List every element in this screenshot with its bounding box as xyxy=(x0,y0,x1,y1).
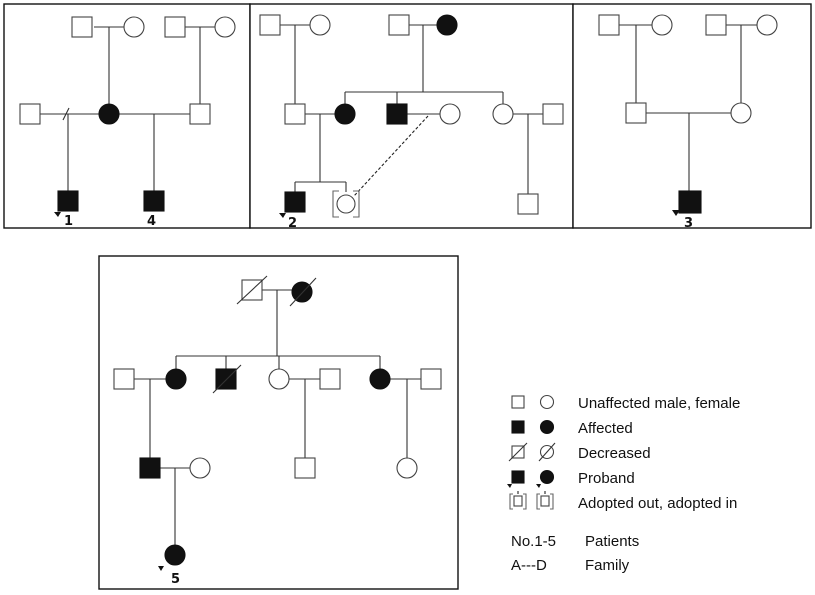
female-unaffected xyxy=(651,14,673,36)
proband-arrow-icon xyxy=(672,210,680,216)
female-affected xyxy=(165,368,187,390)
female-affected xyxy=(98,103,120,125)
female-affected xyxy=(369,368,391,390)
male-affected-deceased xyxy=(215,368,237,390)
male-unaffected xyxy=(294,457,316,479)
female-unaffected xyxy=(439,103,461,125)
legend-proband-arrow-icon xyxy=(507,484,512,488)
male-unaffected xyxy=(164,16,186,38)
proband-arrow-icon xyxy=(54,212,61,217)
female-unaffected xyxy=(123,16,145,38)
patient-number-3: 3 xyxy=(684,216,693,231)
female-unaffected xyxy=(492,103,514,125)
female-unaffected xyxy=(214,16,236,38)
panel-frame xyxy=(3,3,251,229)
adoption-bracket xyxy=(332,190,360,218)
male-unaffected xyxy=(420,368,442,390)
family-panel-3: 3 xyxy=(572,3,812,231)
male-unaffected xyxy=(705,14,727,36)
legend-family-label: Family xyxy=(585,557,630,574)
male-unaffected xyxy=(517,193,539,215)
legend-adopted-out-icon xyxy=(513,495,523,507)
female-affected xyxy=(436,14,458,36)
male-affected-proband xyxy=(678,190,702,214)
male-unaffected xyxy=(388,14,410,36)
male-unaffected xyxy=(189,103,211,125)
male-affected xyxy=(386,103,408,125)
patient-number-2: 2 xyxy=(288,216,297,231)
proband-arrow-icon xyxy=(158,566,164,571)
male-unaffected xyxy=(625,102,647,124)
female-unaffected xyxy=(189,457,211,479)
patient-number-1: 1 xyxy=(64,214,73,229)
legend-male-unaffected-icon xyxy=(511,395,525,409)
male-unaffected xyxy=(19,103,41,125)
male-unaffected xyxy=(113,368,135,390)
family-panel-4: 5 xyxy=(98,255,459,590)
male-affected-proband xyxy=(284,191,306,213)
proband-arrow-icon xyxy=(279,213,286,218)
legend-label-affected: Affected xyxy=(578,420,633,437)
female-affected-proband xyxy=(164,544,186,566)
female-adopted-in xyxy=(336,194,356,214)
male-unaffected xyxy=(598,14,620,36)
male-unaffected xyxy=(259,14,281,36)
female-unaffected xyxy=(756,14,778,36)
female-unaffected xyxy=(730,102,752,124)
family-panel-2: 2 xyxy=(249,3,574,231)
legend-label-proband: Proband xyxy=(578,470,635,487)
legend-patients-key: No.1-5 xyxy=(511,533,556,550)
panel-frame xyxy=(249,3,574,229)
female-unaffected xyxy=(309,14,331,36)
male-affected xyxy=(139,457,161,479)
legend-female-proband-icon xyxy=(539,469,555,485)
legend-female-unaffected-icon xyxy=(539,394,555,410)
male-unaffected xyxy=(542,103,564,125)
male-unaffected xyxy=(71,16,93,38)
male-affected-proband xyxy=(57,190,79,212)
patient-number-4: 4 xyxy=(147,214,156,229)
legend-label-unaffected: Unaffected male, female xyxy=(578,395,740,412)
legend: Unaffected male, female Affected Decreas… xyxy=(507,394,740,574)
legend-adopted-in-icon xyxy=(540,495,550,507)
legend-label-adopted: Adopted out, adopted in xyxy=(578,495,737,512)
legend-proband-arrow-icon xyxy=(536,484,541,488)
patient-number-5: 5 xyxy=(171,572,180,587)
male-affected xyxy=(143,190,165,212)
male-unaffected xyxy=(319,368,341,390)
family-panel-1: 1 4 xyxy=(3,3,251,229)
legend-family-key: A---D xyxy=(511,557,547,574)
panel-frame xyxy=(98,255,459,590)
legend-label-deceased: Decreased xyxy=(578,445,651,462)
female-affected xyxy=(334,103,356,125)
legend-male-affected-icon xyxy=(511,420,525,434)
male-unaffected xyxy=(284,103,306,125)
legend-patients-label: Patients xyxy=(585,533,639,550)
legend-male-proband-icon xyxy=(511,470,525,484)
female-unaffected xyxy=(396,457,418,479)
female-unaffected xyxy=(268,368,290,390)
legend-female-affected-icon xyxy=(539,419,555,435)
